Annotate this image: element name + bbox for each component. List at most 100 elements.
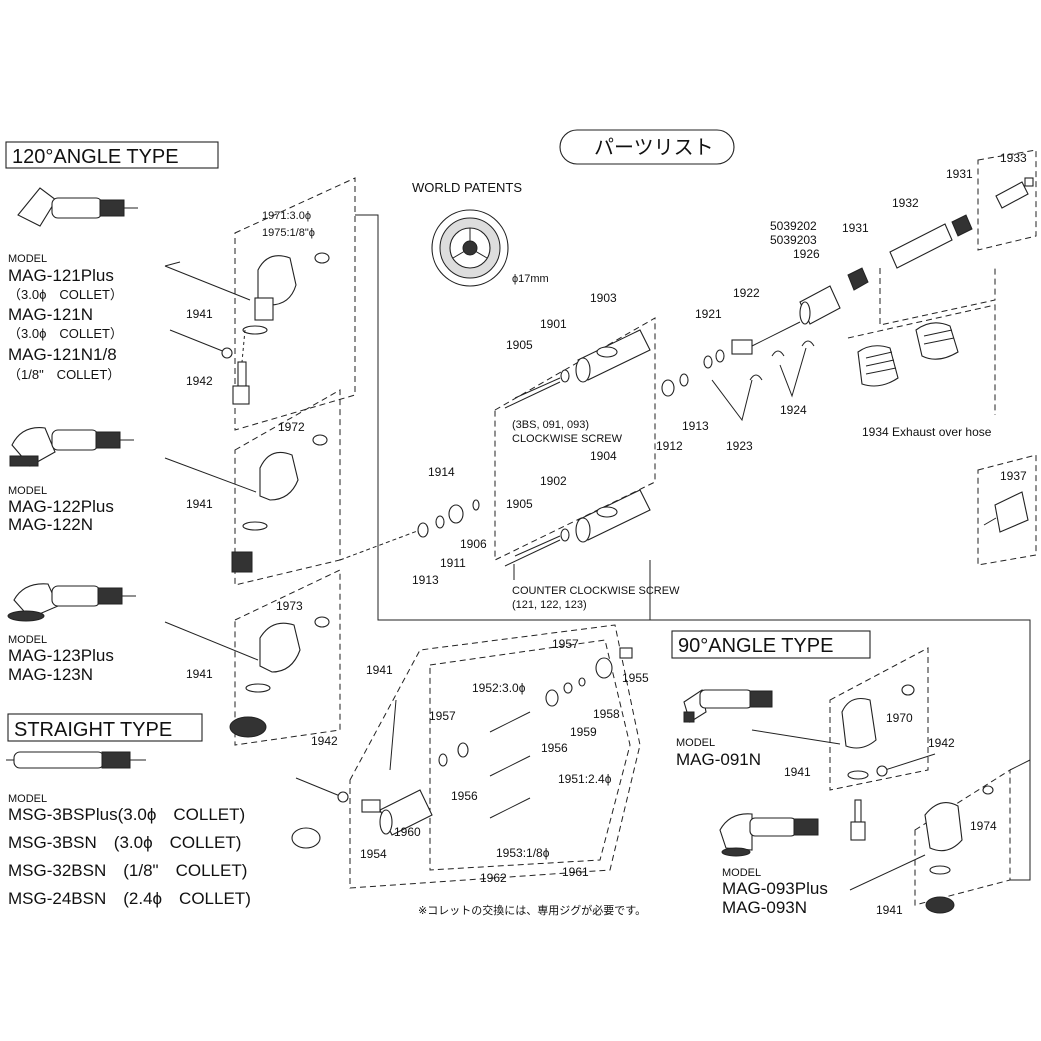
- box-1937: [977, 454, 1037, 566]
- label-1942-c: 1942: [928, 736, 955, 750]
- mag-091-thumbnail: [683, 689, 773, 723]
- label-1942-b: 1942: [311, 734, 338, 748]
- box-1932: [879, 265, 996, 326]
- label-1931-b: 1931: [842, 221, 869, 235]
- label-1921: 1921: [695, 307, 722, 321]
- label-1954: 1954: [360, 847, 387, 861]
- model-mag122plus: MAG-122Plus: [8, 497, 114, 516]
- model-mag121n-collet: （3.0ϕ COLLET）: [8, 326, 123, 341]
- label-1933: 1933: [1000, 151, 1027, 165]
- model-mag093plus: MAG-093Plus: [722, 879, 828, 898]
- label-1913-b: 1913: [412, 573, 439, 587]
- model-mag121n18-collet: （1/8" COLLET）: [8, 367, 120, 382]
- world-patents-label: WORLD PATENTS: [412, 180, 522, 195]
- label-1905-b: 1905: [506, 497, 533, 511]
- heading-straight: STRAIGHT TYPE: [7, 713, 203, 742]
- label-1961: 1961: [562, 865, 589, 879]
- label-1902: 1902: [540, 474, 567, 488]
- angle-head-121: [232, 252, 330, 405]
- label-1972: 1972: [278, 420, 305, 434]
- box-straight: [349, 624, 641, 889]
- label-1937: 1937: [1000, 469, 1027, 483]
- model-mag123plus: MAG-123Plus: [8, 646, 114, 665]
- motor-housing: [799, 177, 1034, 325]
- label-5039203: 5039203: [770, 233, 817, 247]
- heading-90-angle: 90°ANGLE TYPE: [671, 630, 871, 659]
- rotor-parts: [661, 321, 815, 397]
- label-exhaust: 1934 Exhaust over hose: [862, 425, 992, 439]
- label-1957-a: 1957: [429, 709, 456, 723]
- label-1903: 1903: [590, 291, 617, 305]
- parts-list-title: パーツリスト: [559, 129, 735, 165]
- label-1941-e: 1941: [784, 765, 811, 779]
- wrench-1941-f: [849, 854, 926, 891]
- label-1922: 1922: [733, 286, 760, 300]
- label-1923: 1923: [726, 439, 753, 453]
- label-1926: 1926: [793, 247, 820, 261]
- connector-right: [650, 619, 1031, 881]
- label-1956-b: 1956: [451, 789, 478, 803]
- label-1941-a: 1941: [186, 307, 213, 321]
- heading-120-angle: 120°ANGLE TYPE: [5, 141, 219, 169]
- label-1906: 1906: [460, 537, 487, 551]
- ccw-line-1: COUNTER CLOCKWISE SCREW: [512, 585, 680, 597]
- parts-list-title-text: パーツリスト: [594, 137, 714, 159]
- label-1931-a: 1931: [946, 167, 973, 181]
- label-1970: 1970: [886, 711, 913, 725]
- label-1904: 1904: [590, 449, 617, 463]
- bearing-set: [417, 499, 480, 538]
- collet-set: [438, 647, 633, 819]
- model-label-093: MODEL: [722, 867, 761, 879]
- label-1942-a: 1942: [186, 374, 213, 388]
- label-1953: 1953:1/8ϕ: [496, 846, 550, 860]
- label-5039202: 5039202: [770, 219, 817, 233]
- label-1924: 1924: [780, 403, 807, 417]
- cw-line-1: (3BS, 091, 093): [512, 419, 589, 431]
- label-1958: 1958: [593, 707, 620, 721]
- model-label-121: MODEL: [8, 253, 47, 265]
- angle-head-1970: [841, 684, 915, 841]
- mag-123-thumbnail: [7, 583, 136, 622]
- cw-line-2: CLOCKWISE SCREW: [512, 433, 623, 445]
- footnote: ※コレットの交換には、専用ジグが必要です。: [418, 903, 646, 917]
- model-msg3bsn: MSG-3BSN (3.0ϕ COLLET): [8, 833, 241, 852]
- label-1941-d: 1941: [366, 663, 393, 677]
- label-1974: 1974: [970, 819, 997, 833]
- wrench-1942-b: [295, 777, 349, 803]
- label-1913-a: 1913: [682, 419, 709, 433]
- label-1912: 1912: [656, 439, 683, 453]
- wrench-1941-d: [389, 699, 397, 771]
- label-1905-a: 1905: [506, 338, 533, 352]
- wrench-1942-c: [876, 753, 936, 777]
- model-mag123n: MAG-123N: [8, 665, 93, 684]
- label-1975: 1975:1/8"ϕ: [262, 227, 315, 239]
- label-1957-b: 1957: [552, 637, 579, 651]
- model-mag091n: MAG-091N: [676, 750, 761, 769]
- label-1941-c: 1941: [186, 667, 213, 681]
- label-1914: 1914: [428, 465, 455, 479]
- part-1937: [983, 491, 1029, 533]
- label-1901: 1901: [540, 317, 567, 331]
- model-mag121n: MAG-121N: [8, 305, 93, 324]
- model-msg24bsn: MSG-24BSN (2.4ϕ COLLET): [8, 889, 251, 908]
- wrench-1941-a: [164, 261, 251, 301]
- label-1960: 1960: [394, 825, 421, 839]
- ccw-line-2: (121, 122, 123): [512, 599, 587, 611]
- wrench-1941-b: [164, 457, 257, 493]
- label-1971: 1971:3.0ϕ: [262, 210, 311, 222]
- spindle-1904: [504, 489, 651, 567]
- angle-head-122: [231, 434, 328, 573]
- spindle-1903: [504, 329, 651, 409]
- wrench-1941-e: [751, 729, 841, 745]
- mag-122-thumbnail: [9, 427, 134, 467]
- angle-head-123: [229, 616, 330, 738]
- heading-120-angle-text: 120°ANGLE TYPE: [12, 146, 179, 168]
- label-1956-a: 1956: [541, 741, 568, 755]
- box-1933: [977, 149, 1037, 251]
- mag-093-thumbnail: [719, 813, 819, 857]
- model-label-msg: MODEL: [8, 793, 47, 805]
- model-mag121plus: MAG-121Plus: [8, 266, 114, 285]
- heading-90-angle-text: 90°ANGLE TYPE: [678, 635, 833, 657]
- label-1951: 1951:2.4ϕ: [558, 772, 612, 786]
- label-1959: 1959: [570, 725, 597, 739]
